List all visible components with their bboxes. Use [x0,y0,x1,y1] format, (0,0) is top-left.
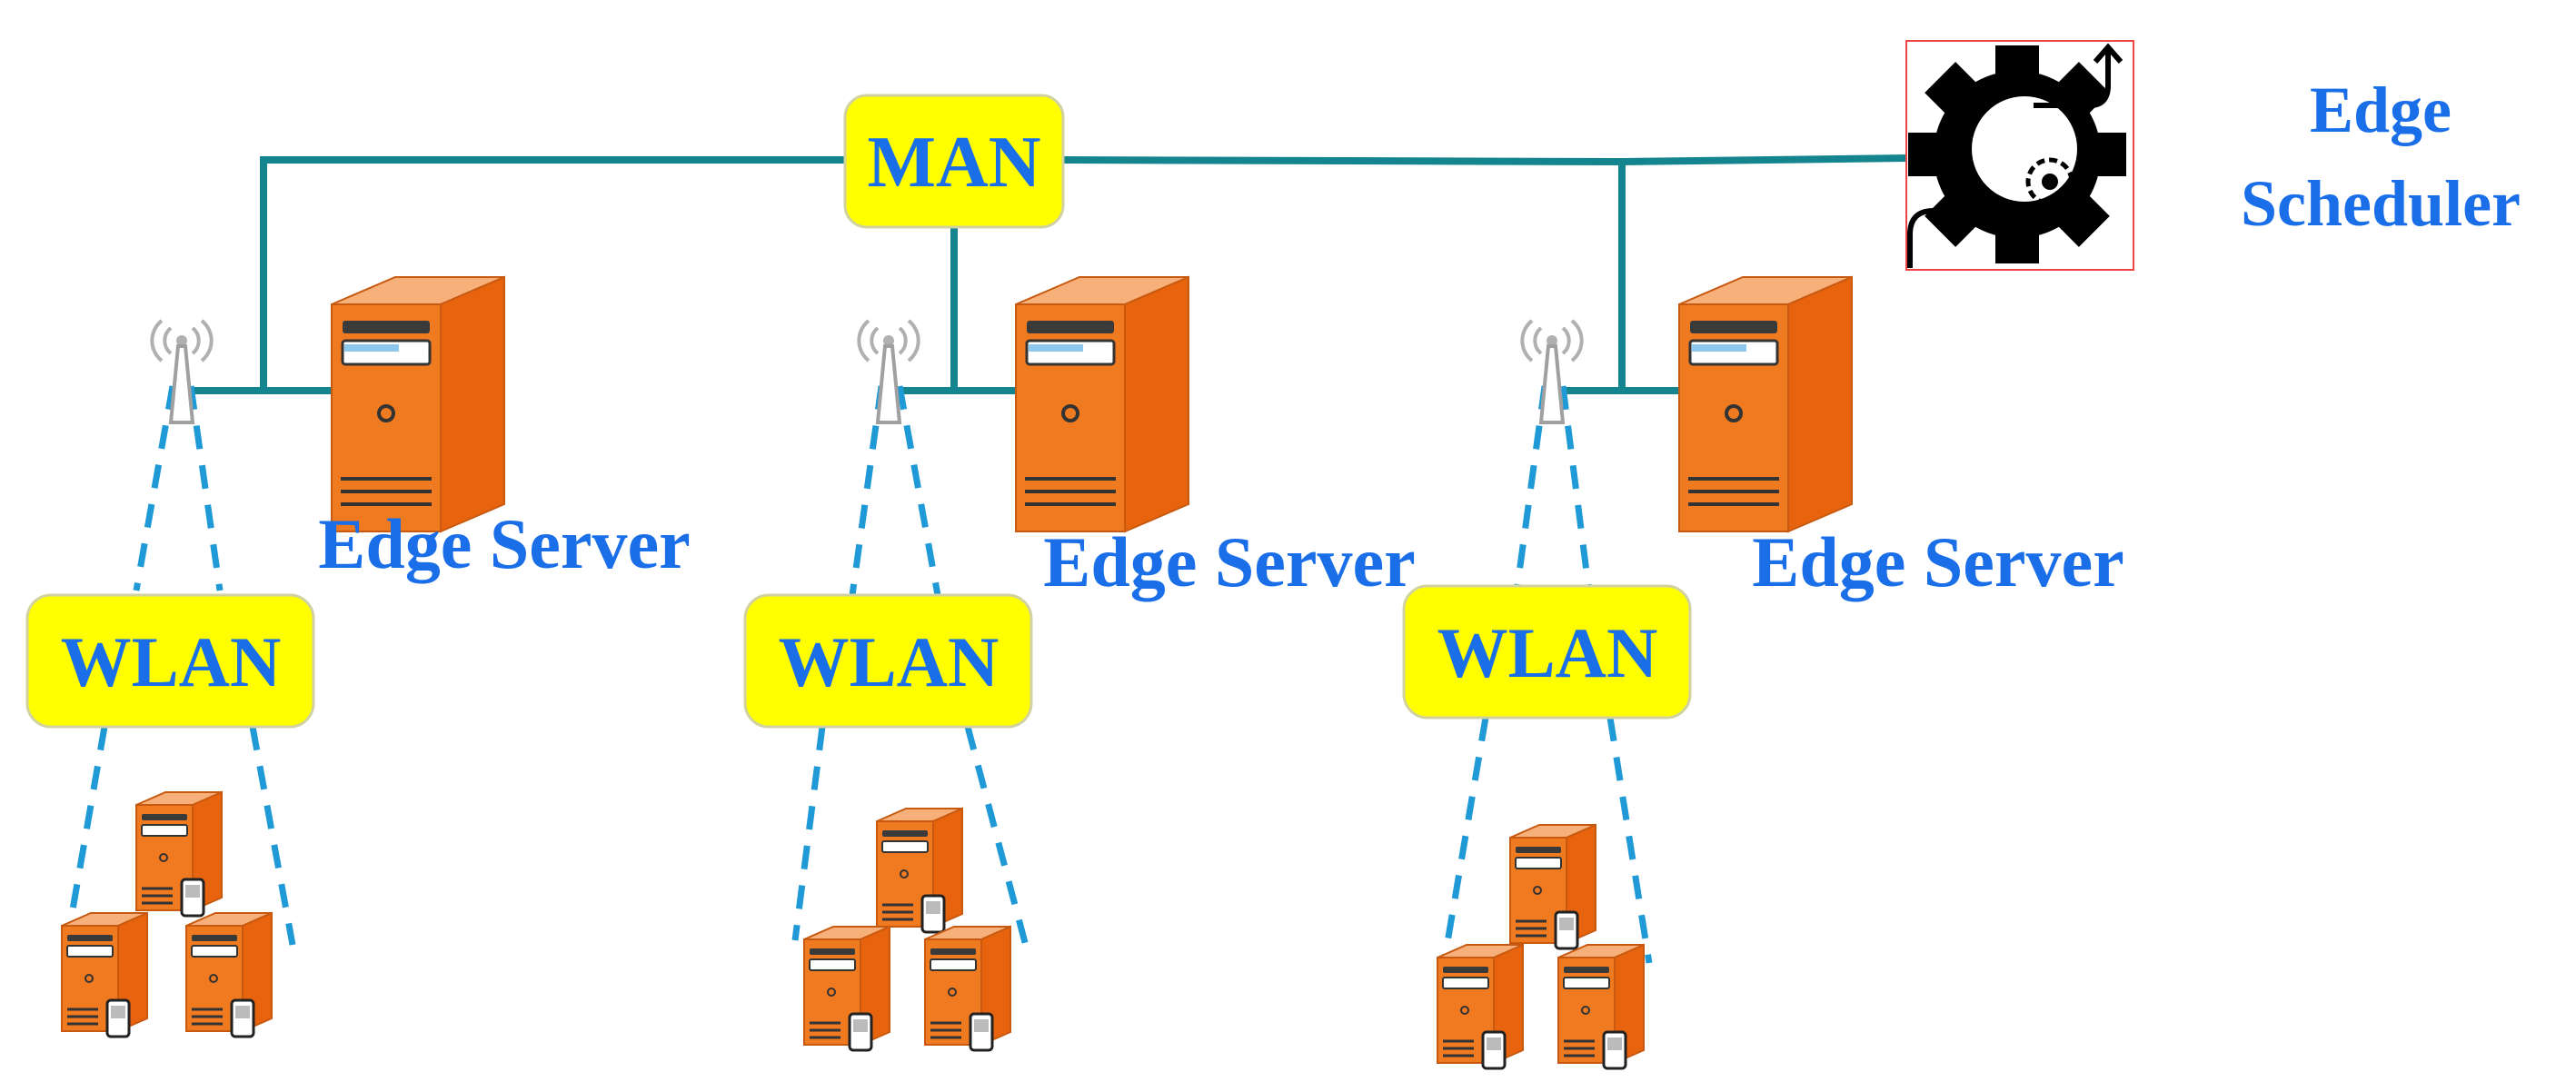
scheduler-label-line2: Scheduler [2241,167,2521,240]
end-device-icon [184,911,274,1038]
edge-cluster-2: Edge Server WLAN [743,275,1416,1052]
edge-server-label: Edge Server [318,504,690,583]
edge-server-label: Edge Server [1752,522,2123,601]
wlan-box [743,593,1033,729]
end-device-icon [1436,943,1525,1070]
edge-server-icon [330,275,506,533]
edge-server-label: Edge Server [1043,522,1415,601]
wlan-label: WLAN [779,622,1000,701]
man-label: MAN [867,123,1040,203]
scheduler-label-line1: Edge [2310,74,2452,146]
end-device-icon [923,925,1012,1052]
wlan-box [25,593,315,729]
edge-cluster-1: Edge Server WLAN [25,275,691,1038]
edge-scheduler: Edge Scheduler [1905,40,2521,271]
wlan-label: WLAN [61,622,282,701]
end-device-icon [134,790,224,918]
antenna-icon [1520,319,1584,424]
gear-with-arrows-icon [1907,43,2126,268]
end-device-icon [802,925,891,1052]
end-device-icon [875,807,964,934]
antenna-icon [857,319,920,424]
edge-server-icon [1677,275,1854,533]
backbone-links [182,154,1909,394]
man-node: MAN [843,94,1065,229]
end-device-icon [60,911,149,1038]
edge-cluster-3: Edge Server WLAN [1402,275,2124,1070]
wlan-box [1402,584,1692,720]
end-device-icon [1508,823,1597,950]
wlan-label: WLAN [1437,613,1658,692]
antenna-icon [150,319,214,424]
end-device-icon [1557,943,1646,1070]
edge-server-icon [1014,275,1190,533]
